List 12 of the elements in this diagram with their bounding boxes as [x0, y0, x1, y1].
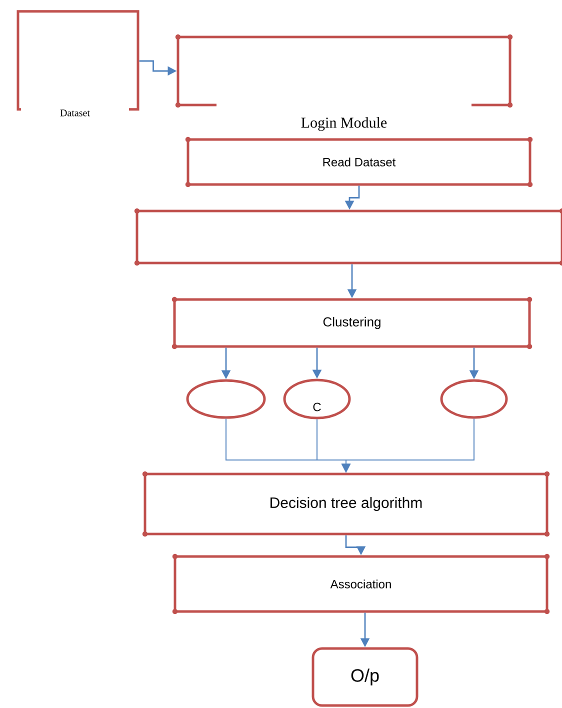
- cluster-ellipse: [440, 379, 508, 419]
- node-label: Dataset: [60, 110, 90, 116]
- process-box: Read Dataset: [185, 136, 533, 188]
- cluster-ellipse: [186, 379, 266, 419]
- process-box: [134, 208, 562, 266]
- process-box: Login Module: [175, 34, 513, 146]
- process-box: Association: [172, 554, 550, 614]
- process-box: Decision tree algorithm: [142, 471, 550, 537]
- node-label: Login Module: [301, 117, 387, 131]
- database-cylinder: Dataset: [16, 10, 140, 130]
- output-box: O/p: [312, 647, 418, 707]
- process-box: Clustering: [172, 296, 532, 350]
